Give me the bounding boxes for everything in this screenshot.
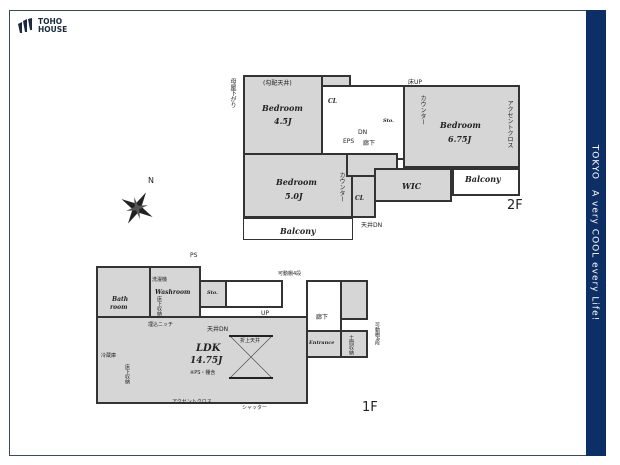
hall-2f-note: 廊下 <box>363 140 376 147</box>
counter1-note: カウンター <box>419 95 426 125</box>
wic <box>374 168 452 202</box>
washer-note: 洗濯機 <box>152 277 168 283</box>
washroom-label: Washroom <box>155 289 191 296</box>
brand-line1: TOHO <box>38 17 63 26</box>
balcony2-label: Balcony <box>280 226 316 236</box>
bedroom-6-75j <box>403 85 520 168</box>
stair-dn-note: DN <box>358 129 368 136</box>
sto-1f <box>199 280 227 308</box>
bedroom2-name: Bedroom <box>440 120 481 130</box>
shelf-note: 可動棚4段 <box>278 271 302 277</box>
floor-2f-label: 2F <box>507 198 523 213</box>
bedroom-5-0j <box>243 153 353 218</box>
entrance <box>306 330 342 358</box>
closet-2f-2 <box>351 175 376 218</box>
accent-cross-1f-note: アクセントクロス <box>172 399 212 405</box>
tagline: TOKYO A very COOL every Life! <box>589 144 600 322</box>
shutter-note: シャッター <box>242 405 268 411</box>
toilet-1f <box>340 280 368 320</box>
sto-2f-label: Sto. <box>383 118 394 124</box>
compass: N <box>112 176 162 228</box>
balcony1-label: Balcony <box>465 174 501 184</box>
stairs-1f <box>225 280 283 308</box>
logo-mark-icon <box>18 18 32 33</box>
bedroom1-size: 4.5J <box>274 116 292 126</box>
ceiling-dn-1f-note: 天井DN <box>207 326 229 333</box>
bedroom2-size: 6.75J <box>448 134 472 144</box>
accent-cross-2f-note: アクセントクロス <box>506 100 513 148</box>
hall-1f-label: 廊下 <box>316 314 329 321</box>
open-ceiling <box>229 335 273 379</box>
dirt-storage <box>340 330 368 358</box>
bath-room-label: room <box>110 304 128 311</box>
closet1-label: CL <box>328 98 337 105</box>
bath-label: Bath <box>112 296 129 303</box>
eps-note: EPS <box>343 138 355 145</box>
niche-note: 埋込ニッチ <box>148 322 174 328</box>
floor-1f-label: 1F <box>362 400 378 415</box>
sloped-ceiling-note: (勾配天井) <box>263 80 292 87</box>
hall-1f <box>306 280 342 332</box>
floor-up-note: 床UP <box>408 79 423 86</box>
ldk-note: ※PS・棚含 <box>190 370 216 376</box>
shelf2-note: 可動棚4段 <box>374 322 380 346</box>
dirt-storage-note: 土間収納 <box>348 335 354 355</box>
ceiling-dn-2f-note: 天井DN <box>361 222 383 229</box>
fridge-note: 冷蔵庫 <box>101 353 117 359</box>
under-floor-storage1-note: 床下収納 <box>156 296 162 316</box>
brand-line2: HOUSE <box>38 25 68 34</box>
eaves-note: 母屋下がり <box>229 78 236 108</box>
ldk-name: LDK <box>196 343 221 354</box>
balcony-2f-right <box>452 168 520 196</box>
counter2-note: カウンター <box>338 172 345 202</box>
ldk-size: 14.75J <box>190 356 223 366</box>
closet2-label: CL <box>355 195 364 202</box>
stair-up-note: UP <box>261 310 270 317</box>
compass-rose-icon <box>121 192 153 224</box>
side-band: TOKYO A very COOL every Life! <box>586 10 606 456</box>
stair-hall-2f <box>321 85 405 160</box>
ps-note: PS <box>190 252 198 259</box>
bedroom3-size: 5.0J <box>285 191 303 201</box>
bedroom-4-5j <box>243 75 323 155</box>
wic-label: WIC <box>402 181 422 191</box>
compass-north-label: N <box>148 176 154 185</box>
bedroom3-name: Bedroom <box>276 177 317 187</box>
open-ceiling-note: 折上天井 <box>240 338 261 344</box>
sto-1f-label: Sto. <box>207 290 218 296</box>
bedroom1-name: Bedroom <box>262 103 303 113</box>
entrance-label: Entrance <box>309 340 335 346</box>
under-floor-storage2-note: 床下収納 <box>124 364 130 384</box>
balcony-2f-bottom <box>243 218 353 240</box>
